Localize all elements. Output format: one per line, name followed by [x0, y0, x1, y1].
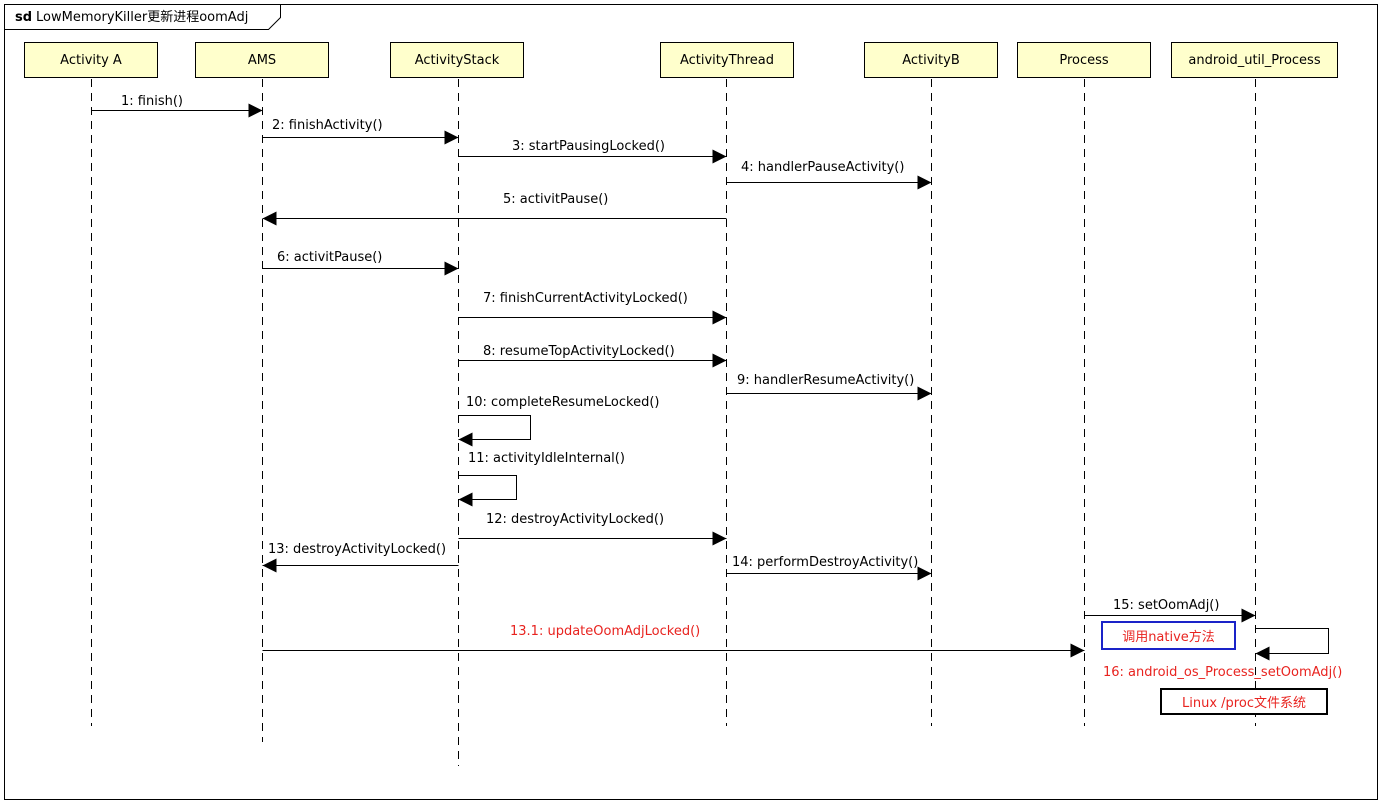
message-label-m11: 11: activityIdleInternal(): [468, 451, 625, 466]
frame-border: [4, 4, 1378, 800]
lifelines: [91, 79, 1256, 766]
message-label-m7: 7: finishCurrentActivityLocked(): [483, 291, 688, 306]
message-label-m5: 5: activitPause(): [503, 192, 609, 207]
message-label-m3: 3: startPausingLocked(): [512, 139, 665, 154]
message-label-m4: 4: handlerPauseActivity(): [741, 160, 905, 175]
message-label-m9: 9: handlerResumeActivity(): [737, 373, 915, 388]
note-linux-proc: Linux /proc文件系统: [1160, 688, 1328, 715]
message-label-m8: 8: resumeTopActivityLocked(): [483, 344, 675, 359]
participant-activity-a[interactable]: Activity A: [24, 42, 158, 78]
frame-keyword: sd: [15, 10, 33, 25]
participant-activity-stack[interactable]: ActivityStack: [390, 42, 524, 78]
message-label-m16: 16: android_os_Process_setOomAdj(): [1103, 665, 1343, 680]
message-label-m10: 10: completeResumeLocked(): [466, 395, 660, 410]
participant-ams[interactable]: AMS: [195, 42, 329, 78]
note-native-method: 调用native方法: [1101, 621, 1236, 650]
frame-tab: [4, 4, 281, 30]
message-arrows: [91, 103, 1329, 661]
message-label-m6: 6: activitPause(): [277, 250, 383, 265]
message-label-m1: 1: finish(): [121, 94, 183, 109]
arrow-m10: [458, 415, 531, 447]
frame-title-text: LowMemoryKiller更新进程oomAdj: [36, 10, 249, 25]
arrow-m11: [458, 475, 517, 507]
message-label-m2: 2: finishActivity(): [272, 118, 383, 133]
message-label-m13: 13: destroyActivityLocked(): [268, 542, 447, 557]
participant-android-util-process[interactable]: android_util_Process: [1171, 42, 1338, 78]
message-label-m13-1: 13.1: updateOomAdjLocked(): [510, 624, 701, 639]
message-label-m15: 15: setOomAdj(): [1113, 598, 1220, 613]
participant-activity-b[interactable]: ActivityB: [864, 42, 998, 78]
participant-activity-thread[interactable]: ActivityThread: [660, 42, 794, 78]
message-label-m14: 14: performDestroyActivity(): [732, 555, 919, 570]
participant-process[interactable]: Process: [1017, 42, 1151, 78]
message-label-m12: 12: destroyActivityLocked(): [486, 512, 665, 527]
arrow-m16: [1255, 628, 1329, 661]
